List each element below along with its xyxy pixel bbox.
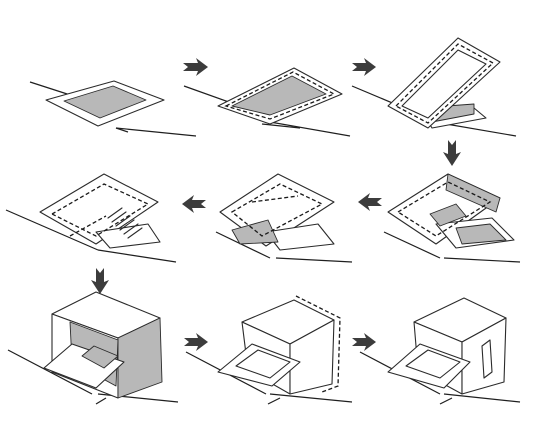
floor-gray — [455, 223, 507, 245]
site-line — [5, 209, 99, 251]
site-line — [97, 249, 177, 263]
arrow-left-icon — [358, 193, 382, 211]
step-9-box-slot — [359, 297, 521, 405]
dashed-line — [251, 195, 299, 203]
roof-plane — [39, 173, 159, 245]
stair — [107, 207, 143, 239]
site-line — [439, 397, 453, 405]
site-line — [95, 397, 107, 405]
slab-inset — [235, 349, 291, 379]
site-line — [443, 393, 521, 403]
roof-inner — [401, 49, 487, 119]
step-2-inset-outline — [183, 67, 351, 137]
site-line — [383, 231, 441, 259]
dashed-outline — [396, 181, 492, 237]
box-right — [289, 319, 335, 395]
slab-inset — [81, 345, 119, 369]
step-3-lifted-roof — [351, 37, 517, 137]
arrow-left-icon — [182, 195, 206, 213]
floor-gray — [231, 219, 279, 245]
dashed-line — [69, 215, 107, 237]
site-line — [7, 349, 93, 395]
site-line — [269, 121, 351, 137]
dashed-outline — [50, 183, 150, 237]
step-5-cut-opening — [215, 173, 353, 263]
site-line — [215, 231, 271, 259]
roof-shade — [445, 173, 501, 213]
site-line — [261, 123, 301, 129]
step-1-flat-slab — [29, 80, 197, 137]
arrow-down-icon — [443, 140, 461, 166]
arrow-right-icon — [184, 333, 208, 351]
step-6-stair-inserted — [5, 173, 177, 263]
opening-gray — [429, 203, 467, 227]
site-line — [115, 127, 129, 133]
dashed-edge — [295, 295, 341, 393]
slab-inset — [63, 85, 147, 119]
site-line — [115, 127, 197, 137]
step-4-roof-folded — [383, 173, 521, 263]
floor-slab — [265, 223, 335, 251]
arrow-down-icon — [91, 268, 109, 294]
floor-slab — [95, 223, 161, 249]
dashed-outline — [394, 43, 495, 124]
box-right — [117, 317, 163, 399]
pulled-slab — [43, 343, 125, 389]
step-7-closed-box — [7, 291, 179, 405]
slab-inset — [231, 75, 327, 116]
site-line — [275, 257, 353, 263]
arrow-right-icon — [352, 333, 376, 351]
arrow-right-icon — [352, 58, 376, 76]
slab-inset — [405, 349, 461, 379]
step-8-box-dashed — [185, 295, 353, 405]
dashed-outline — [230, 183, 324, 237]
site-line — [445, 123, 517, 137]
site-line — [267, 397, 281, 405]
site-line — [269, 393, 353, 403]
arrow-right-icon — [183, 58, 208, 76]
wall-slot — [481, 339, 493, 379]
site-line — [443, 257, 521, 263]
